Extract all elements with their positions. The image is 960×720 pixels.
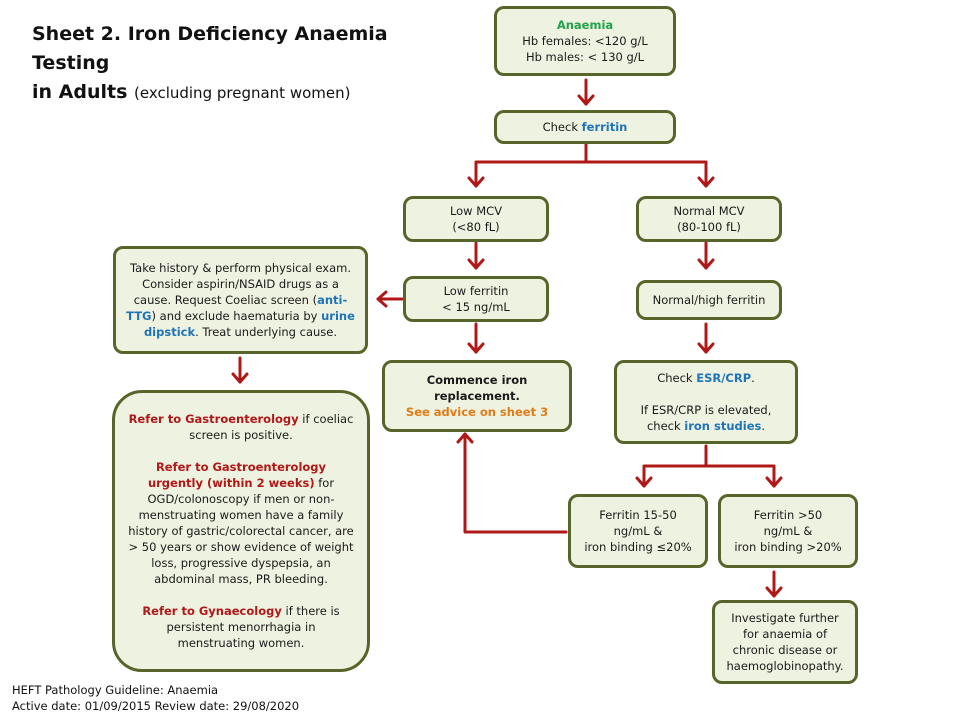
ferritin-gt-50-line-3: iron binding >20% (734, 540, 842, 554)
low-mcv-label: Low MCV (449, 204, 503, 218)
low-ferritin-label: Low ferritin (443, 284, 509, 298)
box-low-mcv: Low MCV (<80 fL) (403, 196, 549, 242)
esr-line-3-suffix: . (761, 419, 766, 433)
normal-mcv-range: (80-100 fL) (677, 220, 741, 234)
box-anaemia: Anaemia Hb females: <120 g/L Hb males: <… (494, 6, 676, 76)
history-text: Take history & perform physical exam. Co… (124, 260, 357, 340)
title-subtitle: (excluding pregnant women) (134, 84, 351, 102)
anti-ttg-link[interactable]: anti-TTG (126, 293, 348, 323)
title-line-2-main: in Adults (32, 81, 128, 103)
check-ferritin-prefix: Check (542, 120, 582, 134)
low-ferritin-range: < 15 ng/mL (442, 300, 510, 314)
arrowhead (467, 342, 485, 354)
investigate-line-2: for anaemia of (742, 627, 828, 641)
normal-mcv-label: Normal MCV (673, 204, 745, 218)
investigate-line-4: haemoglobinopathy. (726, 659, 844, 673)
referral-coeliac: Refer to Gastroenterology if coeliac scr… (127, 411, 355, 443)
low-mcv-range: (<80 fL) (452, 220, 500, 234)
box-ferritin-15-50: Ferritin 15-50 ng/mL & iron binding ≤20% (568, 494, 708, 568)
title-line-1: Sheet 2. Iron Deficiency Anaemia Testing (32, 23, 388, 74)
refer-gastro-text: if coeliac screen is positive. (189, 412, 354, 442)
iron-replacement-line-1: Commence iron (426, 373, 528, 387)
footer-dates: Active date: 01/09/2015 Review date: 29/… (12, 699, 300, 713)
arrowhead (231, 372, 249, 384)
refer-gastro-label: Refer to Gastroenterology (128, 412, 299, 426)
box-referral: Refer to Gastroenterology if coeliac scr… (112, 390, 370, 672)
arrow-esr-split (642, 444, 776, 488)
ferritin-15-50-line-3: iron binding ≤20% (584, 540, 692, 554)
ferritin-15-50-line-1: Ferritin 15-50 (599, 508, 677, 522)
arrowhead (467, 176, 485, 188)
esr-line-3: check iron studies. (647, 418, 765, 434)
sheet-3-advice-link[interactable]: See advice on sheet 3 (405, 405, 549, 419)
esr-line-1: Check ESR/CRP. (657, 370, 755, 386)
urine-dipstick-link[interactable]: urine dipstick (143, 309, 355, 339)
referral-urgent: Refer to Gastroenterology urgently (with… (127, 459, 355, 587)
arrowhead (697, 176, 715, 188)
arrowhead (765, 476, 783, 488)
anaemia-heading: Anaemia (556, 18, 614, 32)
arrowhead (765, 586, 783, 598)
footer: HEFT Pathology Guideline: Anaemia Active… (12, 682, 299, 714)
refer-gastro-urgent-text: for OGD/colonoscopy if men or non-menstr… (128, 476, 354, 586)
iron-replacement-line-2: replacement. (434, 389, 520, 403)
box-low-ferritin: Low ferritin < 15 ng/mL (403, 276, 549, 322)
refer-gynaecology-label: Refer to Gynaecology (142, 604, 282, 618)
arrow-ferritin-split (474, 141, 708, 188)
box-normal-mcv: Normal MCV (80-100 fL) (636, 196, 782, 242)
esr-prefix: Check (657, 371, 697, 385)
normal-high-ferritin-label: Normal/high ferritin (652, 293, 766, 307)
arrowhead (635, 476, 653, 488)
box-ferritin-gt-50: Ferritin >50 ng/mL & iron binding >20% (718, 494, 858, 568)
arrowhead (577, 94, 595, 106)
box-normal-high-ferritin: Normal/high ferritin (636, 280, 782, 320)
ferritin-link[interactable]: ferritin (581, 120, 628, 134)
esr-line-3-prefix: check (646, 419, 685, 433)
history-text-3: . Treat underlying cause. (195, 325, 338, 339)
investigate-line-1: Investigate further (731, 611, 839, 625)
box-iron-replacement: Commence iron replacement. See advice on… (382, 360, 572, 432)
ferritin-gt-50-line-2: ng/mL & (763, 524, 813, 538)
arrowhead (376, 290, 388, 308)
arrowhead (697, 342, 715, 354)
esr-line-2: If ESR/CRP is elevated, (640, 403, 772, 417)
arrow-ferritin1550-to-iron (463, 432, 568, 534)
page-title: Sheet 2. Iron Deficiency Anaemia Testing… (32, 20, 462, 108)
footer-guideline: HEFT Pathology Guideline: Anaemia (12, 683, 219, 697)
anaemia-hb-females: Hb females: <120 g/L (522, 34, 648, 48)
ferritin-15-50-line-2: ng/mL & (613, 524, 663, 538)
arrowhead (697, 258, 715, 270)
ferritin-gt-50-line-1: Ferritin >50 (753, 508, 823, 522)
iron-studies-link[interactable]: iron studies (684, 419, 762, 433)
title-line-2: in Adults (excluding pregnant women) (32, 78, 462, 108)
anaemia-hb-males: Hb males: < 130 g/L (525, 50, 645, 64)
refer-gynaecology-text: if there is persistent menorrhagia in me… (166, 604, 340, 650)
box-check-esr-crp: Check ESR/CRP. If ESR/CRP is elevated, c… (614, 360, 798, 444)
referral-gynaecology: Refer to Gynaecology if there is persist… (127, 603, 355, 651)
arrowhead (467, 258, 485, 270)
refer-gastro-urgent-label: Refer to Gastroenterology urgently (with… (147, 460, 327, 490)
history-text-1: Take history & perform physical exam. Co… (130, 261, 351, 307)
check-ferritin-text: Check ferritin (543, 119, 628, 135)
history-text-2: ) and exclude haematuria by (151, 309, 322, 323)
esr-suffix: . (751, 371, 755, 385)
box-history-exam: Take history & perform physical exam. Co… (113, 246, 368, 354)
esr-crp-link[interactable]: ESR/CRP (696, 371, 752, 385)
box-check-ferritin: Check ferritin (494, 110, 676, 144)
box-investigate-further: Investigate further for anaemia of chron… (712, 600, 858, 684)
investigate-line-3: chronic disease or (732, 643, 838, 657)
arrowhead (456, 432, 474, 444)
